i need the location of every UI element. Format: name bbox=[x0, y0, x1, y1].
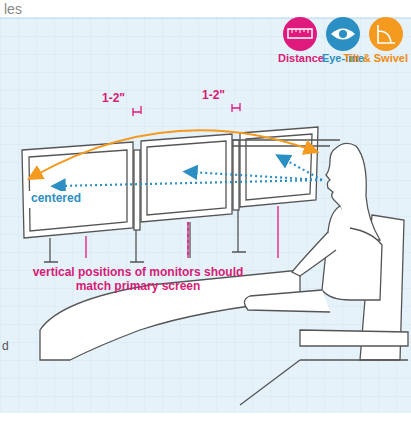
note-label: vertical positions of monitors should ma… bbox=[28, 266, 248, 294]
text-fragment: d bbox=[2, 340, 9, 354]
dimension-label: 1-2" bbox=[202, 89, 225, 103]
icon-label: Distance bbox=[276, 52, 326, 65]
callout-label: centered bbox=[31, 192, 81, 206]
dimension-label: 1-2" bbox=[102, 92, 125, 106]
heading-fragment: les bbox=[4, 1, 22, 17]
icon-label: Tilt & Swivel bbox=[336, 52, 408, 65]
